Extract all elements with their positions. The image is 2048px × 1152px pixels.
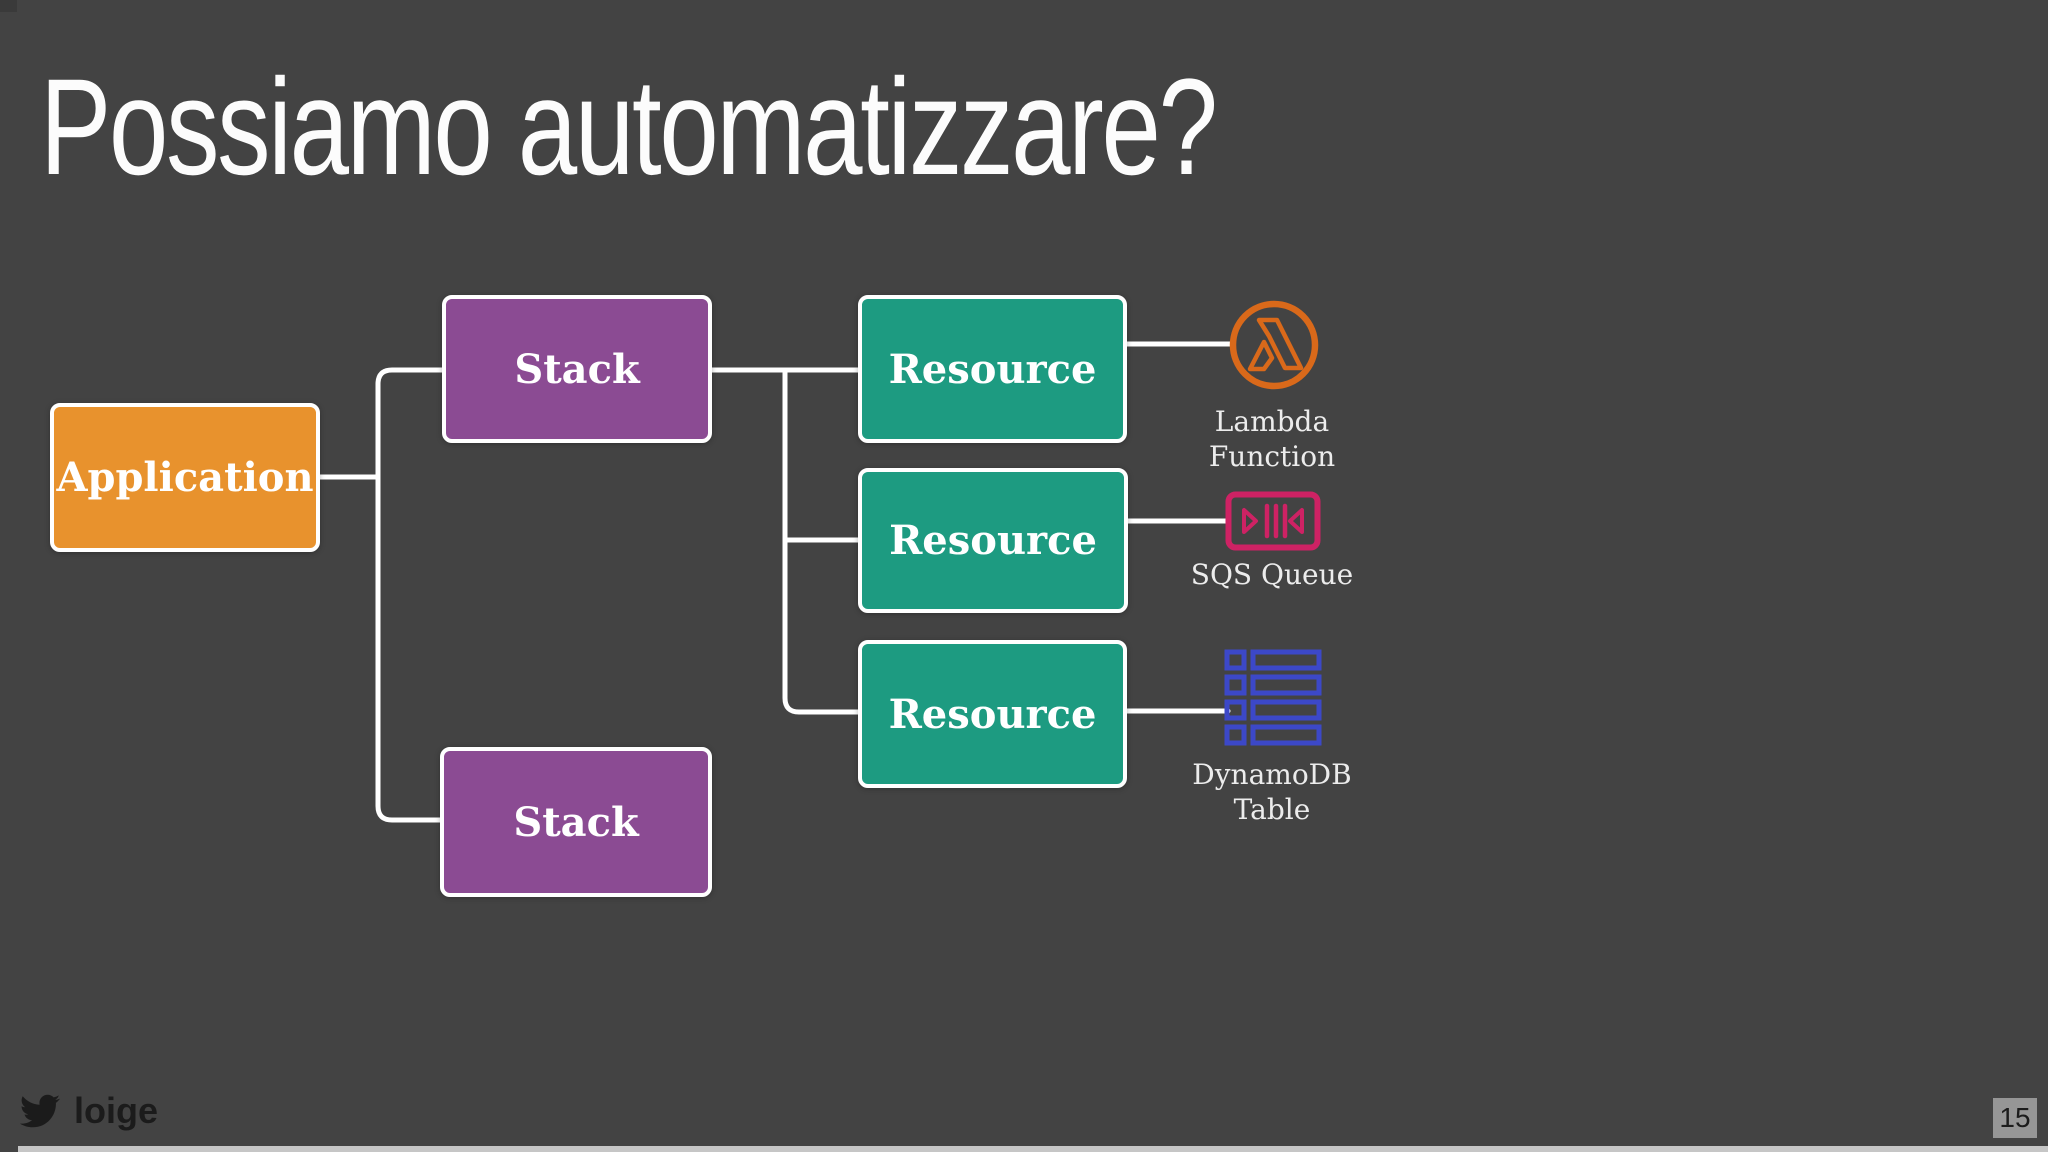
lambda-caption-line1: Lambda (1214, 405, 1330, 438)
node-resource-2: Resource (858, 468, 1128, 613)
node-resource-3: Resource (858, 640, 1127, 788)
twitter-bird-icon (20, 1094, 60, 1128)
slide-title: Possiamo automatizzare? (40, 51, 1218, 204)
node-stack-bottom-label: Stack (513, 798, 639, 846)
lambda-caption-line2: Function (1208, 440, 1336, 473)
node-application-label: Application (56, 454, 314, 501)
page-number: 15 (1999, 1102, 2031, 1133)
node-stack-top: Stack (442, 295, 712, 443)
node-resource-3-label: Resource (888, 690, 1097, 738)
node-resource-2-label: Resource (889, 517, 1097, 564)
bottom-progress-strip (18, 1146, 2048, 1152)
dynamodb-caption-line1: DynamoDB (1192, 758, 1352, 791)
connector-application-to-stacks (375, 367, 445, 823)
node-stack-bottom: Stack (440, 747, 712, 897)
dynamodb-caption-line2: Table (1233, 793, 1311, 826)
node-stack-top-label: Stack (514, 345, 640, 393)
aws-dynamodb-icon (1224, 649, 1322, 746)
node-resource-1-label: Resource (888, 345, 1097, 393)
node-application: Application (50, 403, 320, 552)
sqs-caption-line1: SQS Queue (1190, 558, 1354, 591)
dynamodb-table-caption: DynamoDB Table (1152, 757, 1392, 827)
page-number-badge: 15 (1993, 1098, 2037, 1138)
connector-stack-to-resources-trunk (782, 367, 861, 715)
footer-twitter-link[interactable]: loige (20, 1090, 158, 1132)
lambda-function-caption: Lambda Function (1152, 404, 1392, 474)
sqs-queue-caption: SQS Queue (1152, 557, 1392, 592)
aws-lambda-icon (1229, 300, 1319, 390)
aws-sqs-queue-icon (1225, 491, 1321, 551)
footer-twitter-handle: loige (74, 1090, 159, 1131)
node-resource-1: Resource (858, 295, 1127, 443)
top-left-corner-mark (0, 0, 17, 12)
